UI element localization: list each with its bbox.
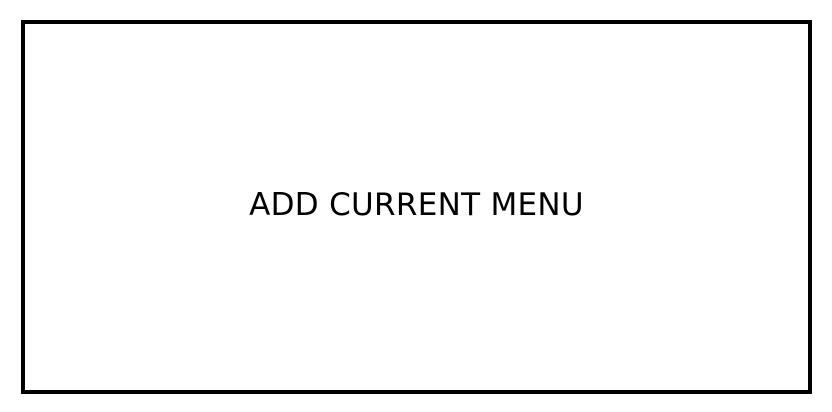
add-current-menu-label: ADD CURRENT MENU [249,187,584,223]
add-current-menu-button[interactable]: ADD CURRENT MENU [21,20,812,394]
